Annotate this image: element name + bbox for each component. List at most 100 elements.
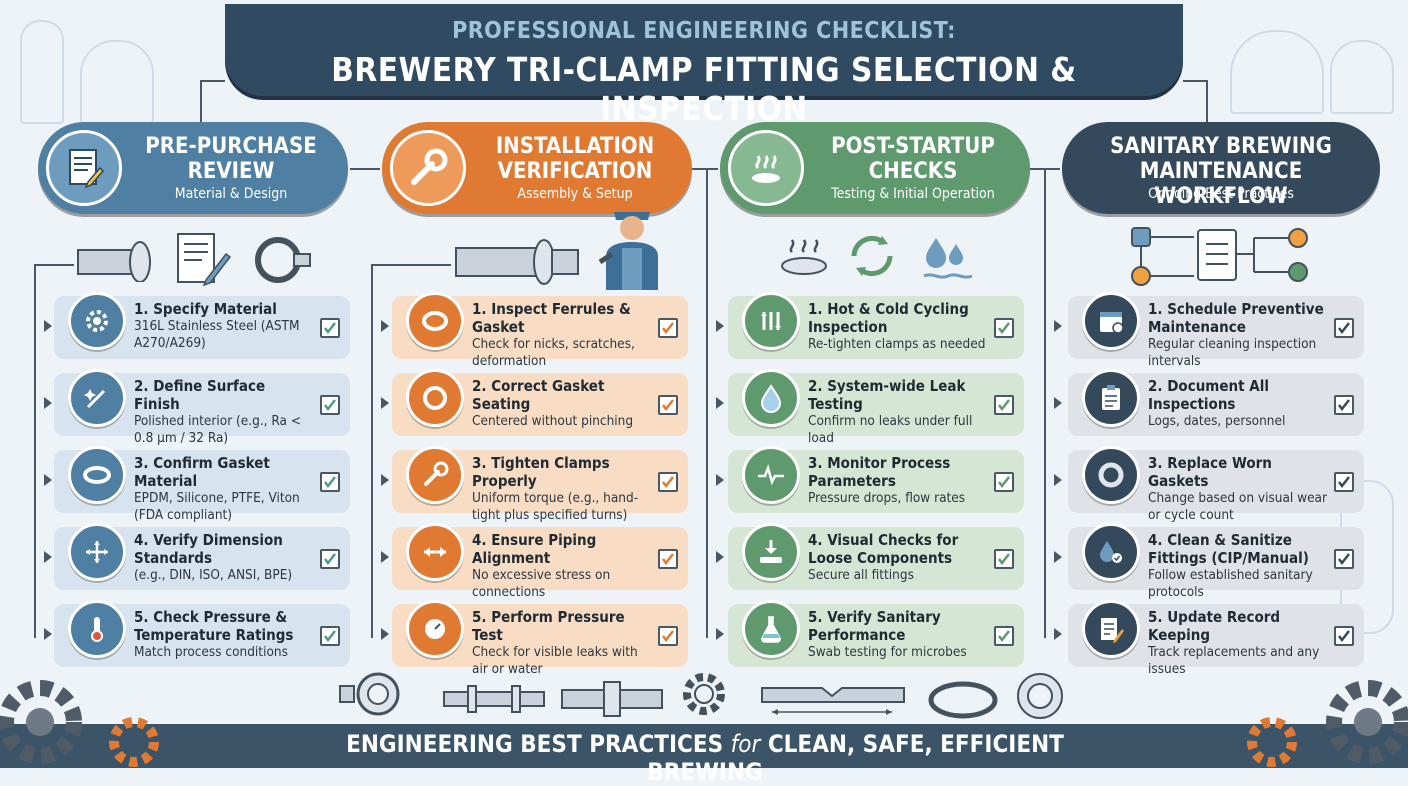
double-arrow-icon [406, 523, 464, 581]
workflow-diagram-illustration [1126, 224, 1326, 294]
item-title: 1. Specify Material [134, 300, 277, 318]
arrow-icon [716, 551, 724, 563]
checkbox[interactable] [994, 395, 1014, 415]
checkbox[interactable] [320, 318, 340, 338]
arrow-icon [44, 551, 52, 563]
item-title: 4. Visual Checks for Loose Components [808, 531, 959, 567]
column-subtitle: Testing & Initial Operation [831, 186, 995, 202]
column-header-maintenance: SANITARY BREWING MAINTENANCE WORKFLOW On… [1062, 122, 1380, 214]
arrow-icon [1054, 551, 1062, 563]
gear-illustration [678, 668, 730, 724]
checkbox[interactable] [1334, 626, 1354, 646]
item-title: 2. Correct Gasket Seating [472, 377, 605, 413]
pipe-assembly-illustration [452, 234, 582, 294]
heated-fitting-illustration [776, 230, 832, 286]
specification-document-illustration [172, 230, 232, 290]
item-description: Change based on visual wear or cycle cou… [1148, 490, 1327, 523]
item-title: 1. Schedule Preventive Maintenance [1148, 300, 1324, 336]
checkbox[interactable] [320, 472, 340, 492]
checkbox[interactable] [1334, 549, 1354, 569]
gasket-ring-icon [406, 369, 464, 427]
item-description: Pressure drops, flow rates [808, 490, 966, 506]
checkbox[interactable] [994, 626, 1014, 646]
item-description: Uniform torque (e.g., hand-tight plus sp… [472, 490, 639, 523]
item-description: Track replacements and any issues [1148, 644, 1320, 677]
title-connector-right [1183, 80, 1208, 82]
item-title: 2. System-wide Leak Testing [808, 377, 966, 413]
title-connector-left-v [200, 80, 222, 125]
background-tank-right [1230, 30, 1324, 114]
checkbox[interactable] [1334, 472, 1354, 492]
item-description: Check for nicks, scratches, deformation [472, 336, 635, 369]
checklist-item: 4. Clean & Sanitize Fittings (CIP/Manual… [1068, 523, 1364, 600]
item-title: 3. Confirm Gasket Material [134, 454, 270, 490]
checkbox[interactable] [658, 395, 678, 415]
thermometer-icon [68, 600, 126, 658]
checkbox[interactable] [994, 472, 1014, 492]
checkbox[interactable] [320, 626, 340, 646]
tri-clamp-illustration [248, 232, 312, 292]
column-title: POST-STARTUP CHECKS [831, 134, 995, 184]
item-description: Follow established sanitary protocols [1148, 567, 1313, 600]
column-2-branch [371, 264, 451, 266]
item-title: 3. Replace Worn Gaskets [1148, 454, 1272, 490]
checkbox[interactable] [320, 549, 340, 569]
item-description: 316L Stainless Steel (ASTM A270/A269) [134, 318, 300, 351]
water-drops-illustration [920, 232, 973, 286]
arrow-icon [1054, 474, 1062, 486]
wrench-icon [390, 130, 466, 206]
item-description: No excessive stress on connections [472, 567, 611, 600]
title-connector-left [200, 80, 225, 82]
footer-part-1: ENGINEERING BEST PRACTICES [346, 730, 724, 758]
checkbox[interactable] [658, 549, 678, 569]
item-title: 5. Perform Pressure Test [472, 608, 625, 644]
gear-icon [1236, 706, 1306, 772]
item-description: Re-tighten clamps as needed [808, 336, 986, 352]
clamp-fitting-illustration [338, 668, 406, 724]
checkbox[interactable] [994, 318, 1014, 338]
gear-icon [100, 706, 170, 772]
clamp-down-icon [742, 523, 800, 581]
temperature-cycle-icon [742, 292, 800, 350]
gear-icon [68, 292, 126, 350]
checkbox[interactable] [658, 472, 678, 492]
title-banner: PROFESSIONAL ENGINEERING CHECKLIST: BREW… [225, 4, 1183, 128]
column-subtitle: Material & Design [174, 186, 288, 202]
cross-section-illustration [758, 680, 908, 724]
ring-illustration [1014, 670, 1066, 726]
checkbox[interactable] [658, 626, 678, 646]
polish-wand-icon [68, 369, 126, 427]
footer-part-2: for [730, 730, 761, 758]
column-link-2-3-v [706, 168, 728, 638]
flask-icon [742, 600, 800, 658]
checkbox[interactable] [1334, 318, 1354, 338]
ferrule-icon [406, 292, 464, 350]
column-1-connector [34, 264, 56, 638]
footer-tagline: ENGINEERING BEST PRACTICES for CLEAN, SA… [290, 730, 1120, 786]
item-title: 3. Monitor Process Parameters [808, 454, 951, 490]
checklist-document-icon [46, 130, 122, 206]
checkbox[interactable] [320, 395, 340, 415]
item-description: Swab testing for microbes [808, 644, 967, 660]
checkbox[interactable] [1334, 395, 1354, 415]
ferrule-pair-illustration [560, 680, 664, 722]
checkbox[interactable] [658, 318, 678, 338]
arrow-icon [1054, 320, 1062, 332]
arrow-icon [44, 474, 52, 486]
background-tank-right-2 [1330, 40, 1394, 114]
item-description: Match process conditions [134, 644, 288, 660]
checklist-item: 4. Verify Dimension Standards(e.g., DIN,… [54, 523, 350, 590]
calendar-icon [1082, 292, 1140, 350]
arrow-icon [1054, 397, 1062, 409]
checkbox[interactable] [994, 549, 1014, 569]
item-description: Logs, dates, personnel [1148, 413, 1286, 429]
